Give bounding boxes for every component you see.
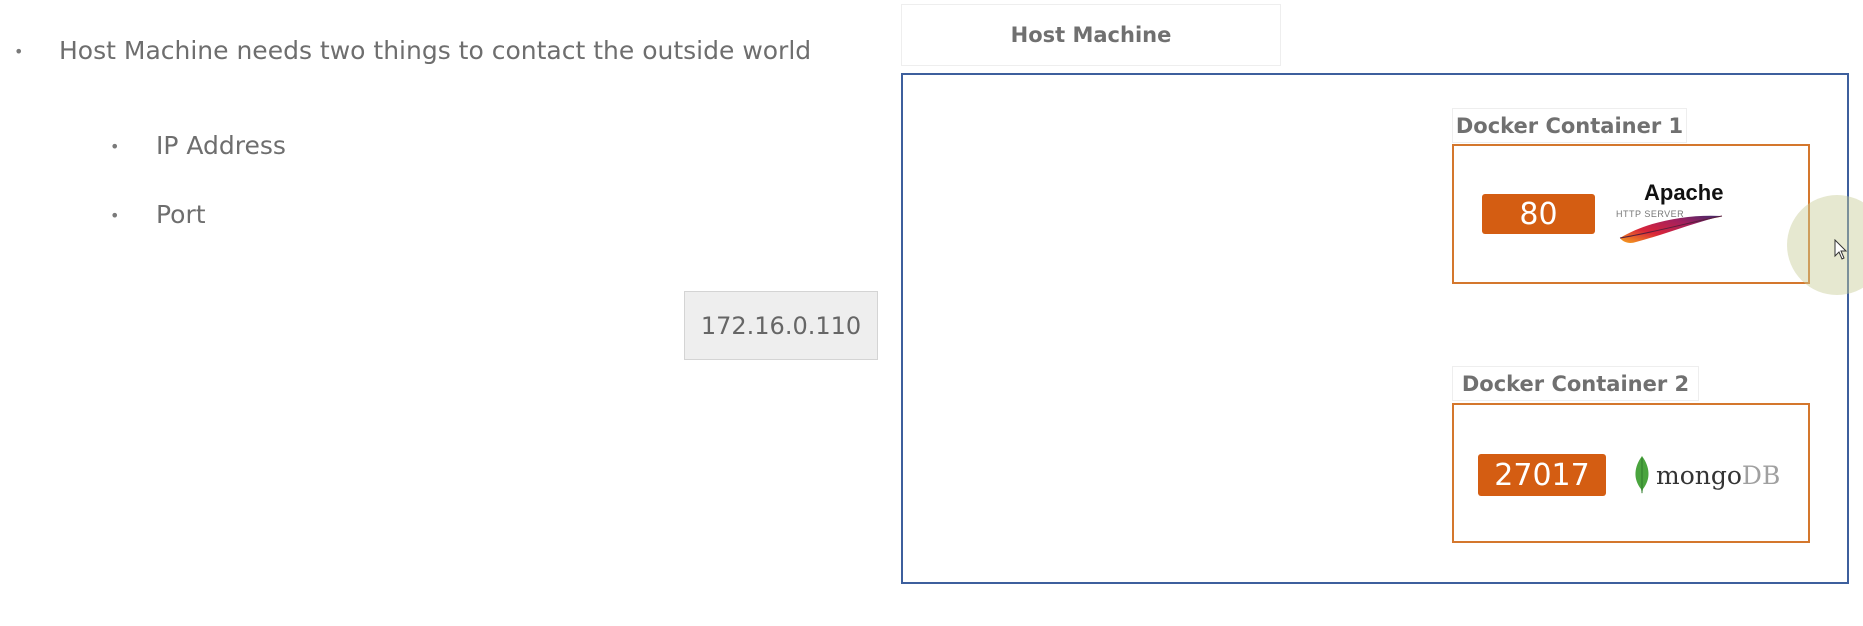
apache-logo: Apache HTTP SERVER xyxy=(1616,180,1736,260)
mongodb-wordmark-suffix: DB xyxy=(1741,461,1781,490)
apache-name: Apache xyxy=(1644,180,1724,205)
container-2-port-badge: 27017 xyxy=(1478,454,1606,496)
bullet-sub-ip-text: IP Address xyxy=(156,131,286,160)
mouse-pointer-icon xyxy=(1834,239,1848,260)
bullet-dot: • xyxy=(110,137,120,156)
host-machine-box xyxy=(901,73,1849,584)
ip-address-box: 172.16.0.110 xyxy=(684,291,878,360)
mongodb-wordmark: mongoDB xyxy=(1656,461,1780,490)
container-1-box: 80 Apache HTTP SERVER xyxy=(1452,144,1810,284)
mongodb-logo: mongoDB xyxy=(1632,455,1792,499)
mongodb-wordmark-main: mongo xyxy=(1656,461,1742,490)
apache-subtitle: HTTP SERVER xyxy=(1616,209,1685,219)
container-1-port-badge: 80 xyxy=(1482,194,1595,234)
bullet-main-text: Host Machine needs two things to contact… xyxy=(59,36,812,65)
bullet-dot: • xyxy=(110,206,120,225)
apache-feather-icon xyxy=(1619,215,1723,243)
mongodb-leaf-icon xyxy=(1635,456,1649,494)
bullet-dot: • xyxy=(14,42,24,61)
container-1-label: Docker Container 1 xyxy=(1452,108,1687,143)
cursor-highlight xyxy=(1787,195,1863,295)
container-2-label: Docker Container 2 xyxy=(1452,366,1699,401)
container-2-box: 27017 mongoDB xyxy=(1452,403,1810,543)
bullet-sub-port-text: Port xyxy=(156,200,206,229)
host-machine-title: Host Machine xyxy=(901,4,1281,66)
